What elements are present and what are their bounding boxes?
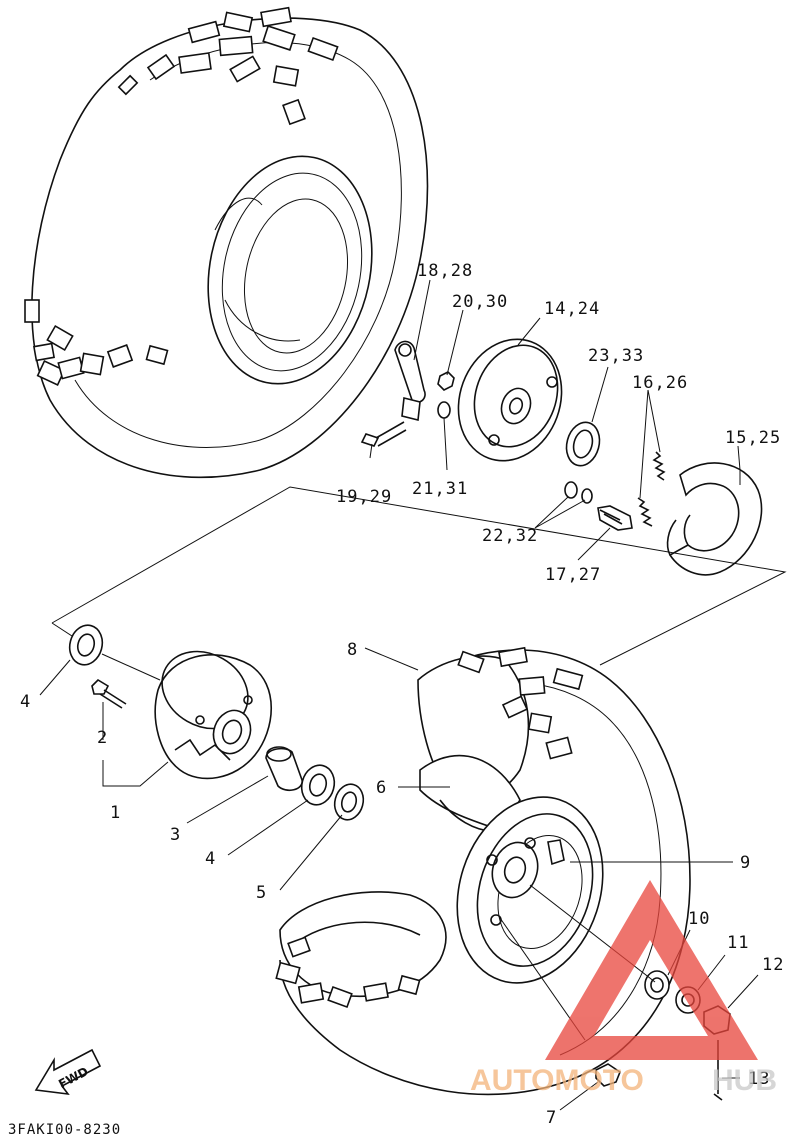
callout-6: 6 [376, 778, 387, 798]
callout-17-27: 17,27 [545, 565, 601, 585]
callout-10: 10 [688, 909, 710, 929]
watermark-text-hub: HUB [712, 1064, 777, 1097]
wheel-assembly [275, 646, 731, 1101]
callout-18-28: 18,28 [417, 261, 473, 281]
callout-15-25: 15,25 [725, 428, 781, 448]
automotohub-watermark: AUTOMOTO HUB [470, 880, 777, 1097]
watermark-text-automoto: AUTOMOTO [470, 1064, 644, 1097]
brake-assembly [360, 338, 763, 576]
assembly-frame [51, 486, 787, 666]
callout-14-24: 14,24 [544, 299, 600, 319]
watermark-triangle-logo [545, 880, 758, 1060]
upper-tire [24, 6, 429, 479]
callout-19-29: 19,29 [336, 487, 392, 507]
forward-direction-arrow: FWD [34, 1048, 102, 1096]
callout-1: 1 [110, 803, 121, 823]
callout-11: 11 [727, 933, 749, 953]
callout-23-33: 23,33 [588, 346, 644, 366]
callout-20-30: 20,30 [452, 292, 508, 312]
callout-13: 13 [748, 1069, 770, 1089]
callout-3: 3 [170, 825, 181, 845]
callout-12: 12 [762, 955, 784, 975]
callout-2: 2 [97, 728, 108, 748]
callout-7: 7 [546, 1108, 557, 1128]
callout-21-31: 21,31 [412, 479, 468, 499]
callout-8: 8 [347, 640, 358, 660]
callout-9: 9 [740, 853, 751, 873]
callout-4-top: 4 [20, 692, 31, 712]
callout-labels: 18,28 20,30 14,24 23,33 16,26 15,25 19,2… [20, 261, 784, 1128]
hub-assembly [68, 624, 365, 821]
callout-22-32: 22,32 [482, 526, 538, 546]
drawing-code: 3FAKI00-8230 [8, 1122, 121, 1138]
callout-5: 5 [256, 883, 267, 903]
callout-4-bottom: 4 [205, 849, 216, 869]
callout-16-26: 16,26 [632, 373, 688, 393]
